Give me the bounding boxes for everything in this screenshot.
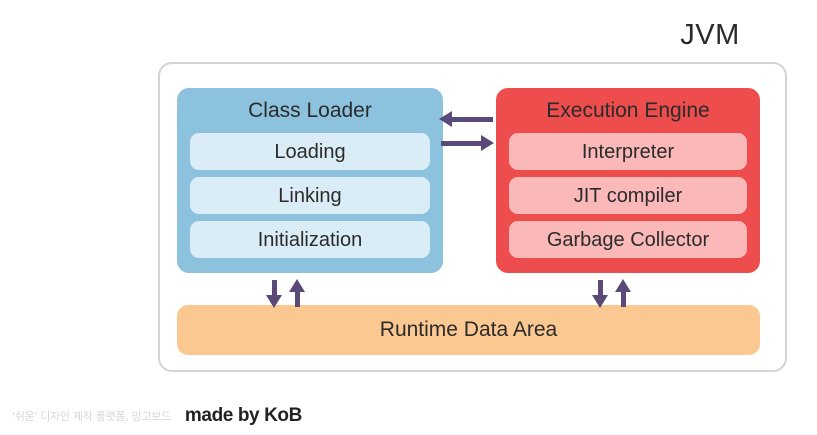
class-loader-item-initialization: Initialization <box>190 221 430 258</box>
execution-engine-title: Execution Engine <box>546 99 710 122</box>
class-loader-item-loading: Loading <box>190 133 430 170</box>
made-by-credit: made by KoB <box>184 404 302 426</box>
watermark-text: '쉬운' 디자인 제작 플랫폼, 망고보드 <box>12 409 171 423</box>
execution-engine-item-garbage-collector: Garbage Collector <box>509 221 747 258</box>
jvm-title: JVM <box>680 19 740 51</box>
class-loader-title: Class Loader <box>248 99 372 122</box>
execution-engine-items: Interpreter JIT compiler Garbage Collect… <box>509 133 747 258</box>
runtime-data-area-block: Runtime Data Area <box>177 305 760 355</box>
class-loader-item-linking: Linking <box>190 177 430 214</box>
execution-engine-item-interpreter: Interpreter <box>509 133 747 170</box>
class-loader-items: Loading Linking Initialization <box>190 133 430 258</box>
execution-engine-item-jit-compiler: JIT compiler <box>509 177 747 214</box>
class-loader-block: Class Loader Loading Linking Initializat… <box>177 88 443 273</box>
footer: '쉬운' 디자인 제작 플랫폼, 망고보드 made by KoB <box>0 396 817 435</box>
execution-engine-block: Execution Engine Interpreter JIT compile… <box>496 88 760 273</box>
